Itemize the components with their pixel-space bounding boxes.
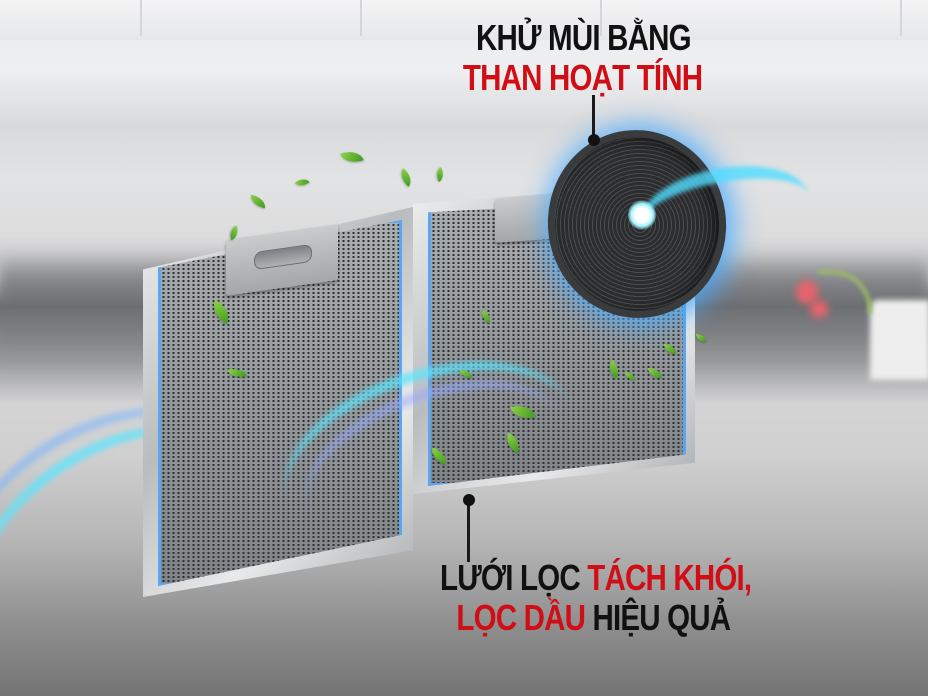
cabinet-divider (900, 0, 902, 36)
callout-line-carbon (592, 95, 595, 140)
mesh-filter-caption: LƯỚI LỌC TÁCH KHÓI, LỌC DẦU HIỆU QUẢ (440, 557, 752, 638)
cabinet-divider (600, 0, 602, 36)
caption-text-highlight: TÁCH KHÓI, (587, 557, 752, 598)
vase-background (870, 300, 928, 380)
caption-text: KHỬ MÙI BẰNG (476, 17, 692, 58)
caption-text-highlight: LỌC DẦU (456, 597, 593, 638)
callout-line-mesh (467, 500, 470, 562)
flower-icon (810, 300, 828, 318)
callout-dot-carbon (588, 134, 600, 146)
cabinet-divider (360, 0, 362, 36)
caption-line-1: LƯỚI LỌC TÁCH KHÓI, (440, 557, 752, 598)
flower-icon (796, 280, 818, 304)
leaf-icon (433, 167, 447, 182)
leaf-icon (625, 372, 635, 380)
leaf-icon (664, 344, 676, 354)
carbon-filter-caption: KHỬ MÙI BẰNG THAN HOẠT TÍNH (463, 18, 703, 98)
caption-line-1: KHỬ MÙI BẰNG (476, 18, 702, 58)
carbon-filter-glow (628, 200, 656, 230)
caption-text: THAN HOẠT TÍNH (462, 57, 703, 98)
caption-text: HIỆU QUẢ (592, 597, 732, 638)
leaf-icon (340, 147, 364, 167)
callout-dot-mesh (463, 494, 475, 506)
leaf-icon (396, 168, 416, 187)
caption-line-2: LỌC DẦU HIỆU QUẢ (456, 598, 751, 638)
caption-line-2: THAN HOẠT TÍNH (462, 57, 703, 98)
leaf-icon (460, 370, 472, 378)
leaf-icon (648, 368, 662, 378)
cabinet-divider (140, 0, 142, 36)
leaf-icon (696, 334, 706, 342)
kitchen-cabinet-background (0, 0, 928, 40)
caption-text: LƯỚI LỌC (440, 557, 588, 598)
leaf-icon (249, 194, 267, 209)
leaf-icon (294, 175, 310, 190)
